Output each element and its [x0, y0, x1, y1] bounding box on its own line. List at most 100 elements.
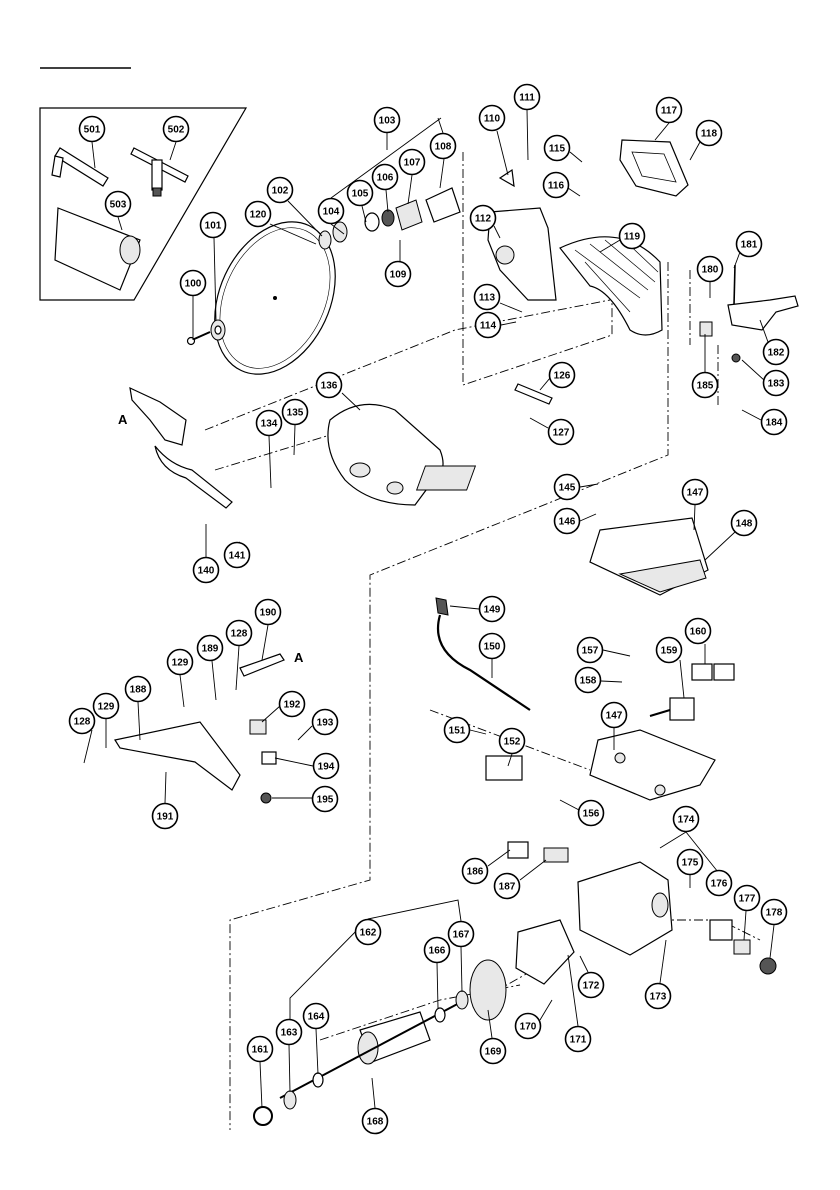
- leader-line-190: [261, 624, 269, 661]
- leader-line-182: [759, 319, 769, 343]
- bracket-line-6: [659, 831, 687, 849]
- mark-a-upper: A: [118, 412, 128, 427]
- callout-label-168: 168: [367, 1117, 384, 1128]
- callout-label-135: 135: [287, 408, 304, 419]
- accessory-leader-502: [169, 141, 177, 161]
- callout-157: 157: [576, 636, 604, 664]
- leader-line-173: [659, 939, 667, 984]
- leader-line-151: [469, 729, 487, 735]
- leader-line-183: [741, 359, 765, 381]
- callout-172: 172: [577, 971, 605, 999]
- callout-label-126: 126: [554, 371, 571, 382]
- leader-line-191: [164, 771, 167, 804]
- callout-label-149: 149: [484, 605, 501, 616]
- callout-label-118: 118: [701, 129, 718, 140]
- callout-circle-105: [346, 179, 374, 207]
- callout-circle-109: [384, 260, 412, 288]
- bracket-line-5: [367, 899, 462, 922]
- callout-label-187: 187: [499, 882, 516, 893]
- callout-105: 105: [346, 179, 374, 207]
- leader-line-114: [500, 321, 517, 326]
- callout-circle-147b: [600, 701, 628, 729]
- callout-label-113: 113: [479, 293, 496, 304]
- callout-circle-169: [479, 1037, 507, 1065]
- callout-163: 163: [275, 1018, 303, 1046]
- leader-line-186: [487, 849, 511, 867]
- leader-line-135: [293, 424, 296, 456]
- callout-circle-141: [223, 541, 251, 569]
- callout-label-181: 181: [741, 240, 758, 251]
- callout-circle-163: [275, 1018, 303, 1046]
- callout-114: 114: [474, 311, 502, 339]
- callout-label-116: 116: [548, 181, 565, 192]
- leader-line-134: [268, 435, 272, 489]
- callout-152: 152: [498, 727, 526, 755]
- callout-169: 169: [479, 1037, 507, 1065]
- callout-label-127: 127: [553, 428, 570, 439]
- callout-label-177: 177: [739, 894, 756, 905]
- callout-label-166: 166: [429, 946, 446, 957]
- leader-line-128b: [235, 645, 240, 691]
- bracket-line-8: [567, 954, 579, 1027]
- leader-line-170: [539, 999, 553, 1021]
- callout-circle-193: [311, 708, 339, 736]
- leader-line-145: [579, 483, 599, 488]
- callout-190: 190: [254, 598, 282, 626]
- callout-115: 115: [543, 134, 571, 162]
- callout-149: 149: [478, 595, 506, 623]
- callout-label-185: 185: [697, 381, 714, 392]
- callout-158: 158: [574, 666, 602, 694]
- accessory-leader-503: [117, 216, 123, 231]
- callout-label-129a: 129: [98, 702, 115, 713]
- callout-circle-188: [124, 675, 152, 703]
- callout-101: 101: [199, 211, 227, 239]
- callout-label-186: 186: [467, 867, 484, 878]
- callout-label-164: 164: [308, 1012, 325, 1023]
- leader-line-128a: [83, 729, 93, 764]
- gear-case-icon: [487, 168, 557, 301]
- callout-118: 118: [695, 119, 723, 147]
- callout-circle-195: [311, 785, 339, 813]
- bracket-line-4: [289, 918, 369, 1019]
- callout-circle-173: [644, 982, 672, 1010]
- callout-circle-168: [361, 1107, 389, 1135]
- leader-line-172: [579, 955, 589, 973]
- callout-circle-164: [302, 1002, 330, 1030]
- callout-circle-101: [199, 211, 227, 239]
- callout-109: 109: [384, 260, 412, 288]
- motor-housing-icon: [577, 861, 673, 956]
- callout-188: 188: [124, 675, 152, 703]
- callout-label-128a: 128: [74, 717, 91, 728]
- leader-line-111: [526, 109, 529, 161]
- callout-126: 126: [548, 361, 576, 389]
- upper-blade-guard-icon: [559, 235, 663, 336]
- callout-label-157: 157: [582, 646, 599, 657]
- leader-line-105: [361, 205, 367, 223]
- callout-circle-150: [478, 632, 506, 660]
- callout-circle-192: [278, 690, 306, 718]
- callout-label-108: 108: [435, 142, 452, 153]
- callout-184: 184: [760, 408, 788, 436]
- callout-185: 185: [691, 371, 719, 399]
- callout-circle-194: [312, 752, 340, 780]
- callout-circle-113: [473, 283, 501, 311]
- stop-icon: [261, 751, 277, 765]
- callout-label-119: 119: [624, 232, 641, 243]
- accessory-circle-501: [78, 115, 106, 143]
- callout-147b: 147: [600, 701, 628, 729]
- callout-label-162: 162: [360, 928, 377, 939]
- callout-label-158: 158: [580, 676, 597, 687]
- leader-line-159: [679, 659, 685, 699]
- leader-line-192: [261, 705, 281, 723]
- callout-186: 186: [461, 857, 489, 885]
- spring-icon: [260, 792, 272, 804]
- callout-label-115: 115: [549, 144, 566, 155]
- callout-circle-172: [577, 971, 605, 999]
- callout-circle-156: [577, 799, 605, 827]
- callout-circle-102: [266, 176, 294, 204]
- callout-circle-107: [398, 148, 426, 176]
- leader-line-117: [654, 122, 670, 141]
- callout-166: 166: [423, 936, 451, 964]
- leader-line-120: [269, 223, 317, 245]
